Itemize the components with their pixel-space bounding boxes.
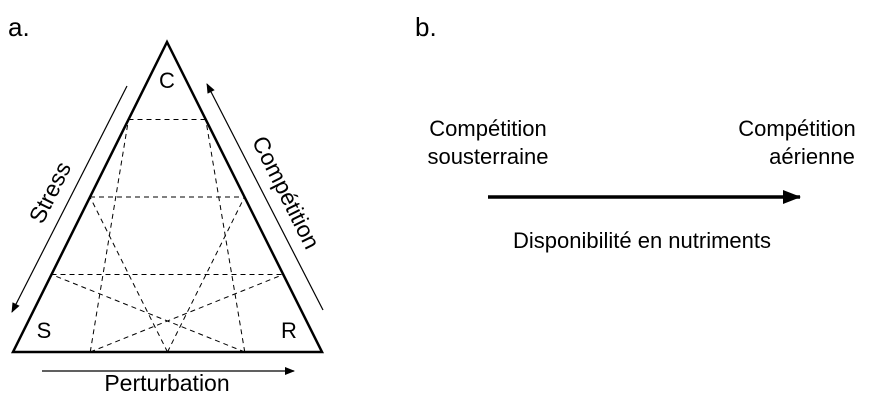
grid-line-parallel-left [205, 119, 246, 353]
grid-line-parallel-left [90, 274, 284, 353]
grid-line-parallel-left [167, 196, 245, 353]
start-label-line2: sousterraine [427, 144, 548, 169]
nutrient-axis-label: Disponibilité en nutriments [513, 228, 771, 253]
grid-line-parallel-right [89, 119, 129, 353]
panel-a-label: a. [8, 12, 30, 42]
competition-axis-label: Compétition [247, 132, 325, 253]
end-label-line1: Compétition [738, 116, 855, 141]
grid-line-parallel-right [51, 274, 245, 353]
start-label-line1: Compétition [429, 116, 546, 141]
end-label-line2: aérienne [769, 144, 855, 169]
competition-arrow [206, 83, 324, 311]
grid-line-parallel-right [89, 196, 168, 353]
stress-axis-label: Stress [24, 157, 76, 227]
corner-label-r: R [281, 318, 297, 343]
corner-label-c: C [159, 68, 175, 93]
triangle-dashed-grid [51, 119, 284, 353]
corner-label-s: S [37, 318, 52, 343]
panel-b-label: b. [415, 12, 437, 42]
stress-arrow [11, 85, 128, 313]
perturbation-axis-label: Perturbation [104, 370, 229, 396]
csr-triangle [10, 39, 325, 354]
